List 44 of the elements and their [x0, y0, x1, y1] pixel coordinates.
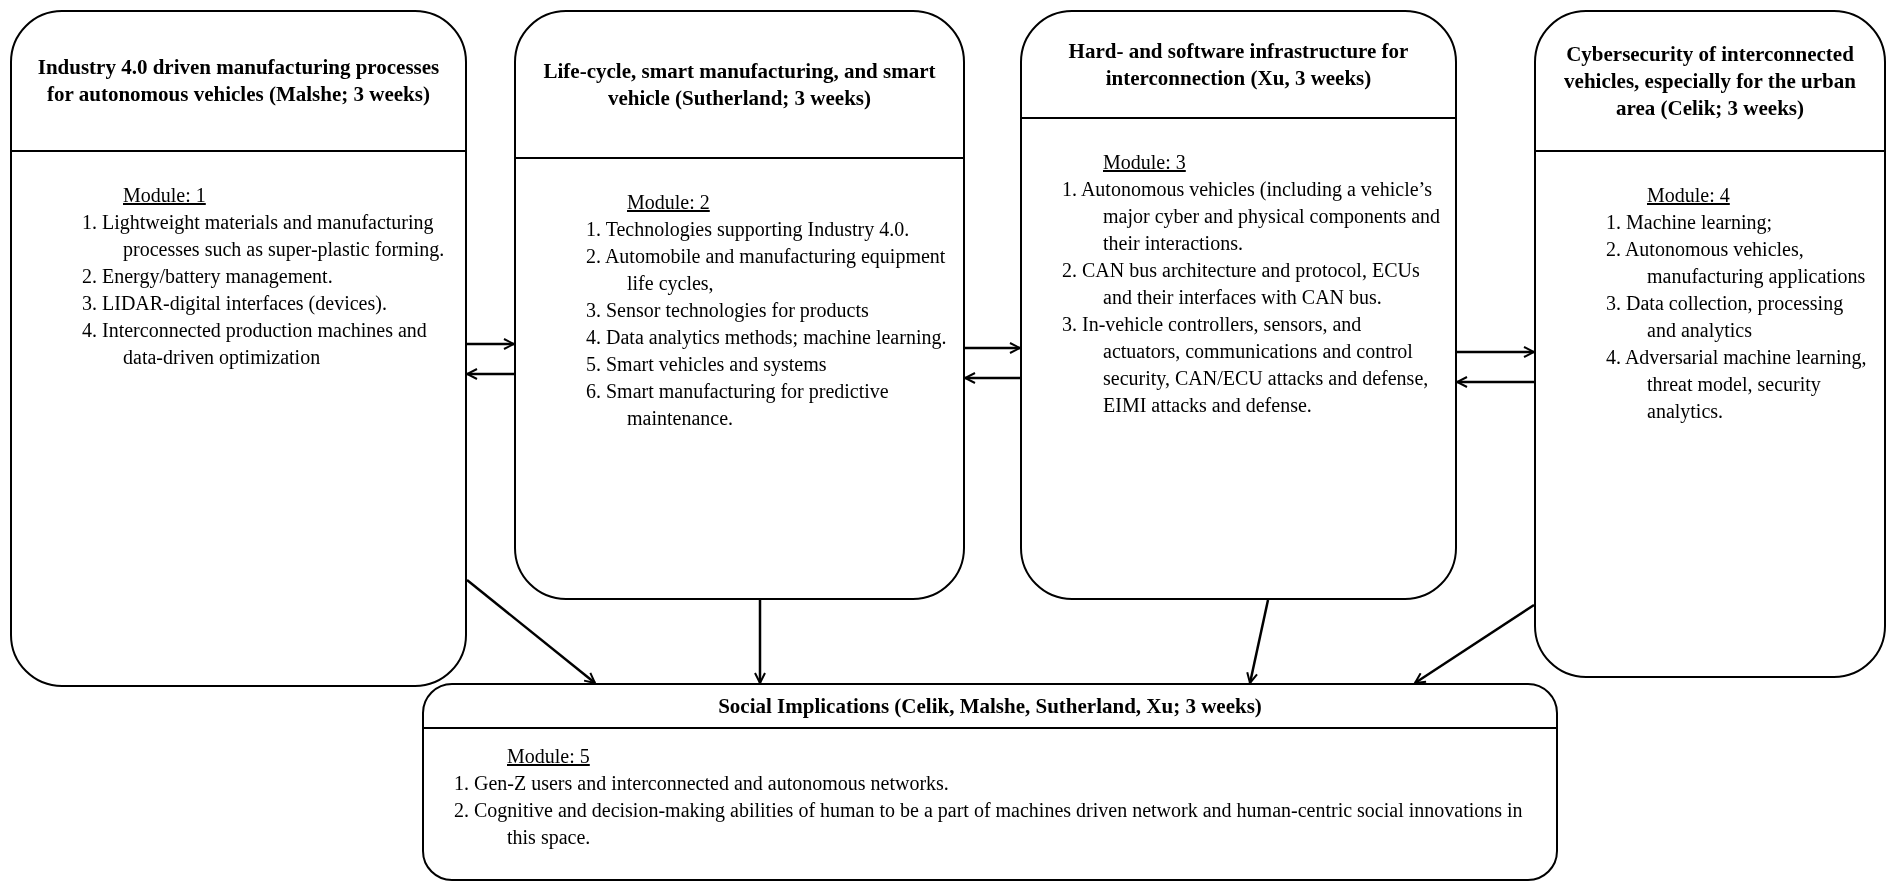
- module-heading: Cybersecurity of interconnected vehicles, especially for the urban area (Celik; 3 weeks): [1563, 40, 1857, 122]
- module-heading: Social Implications (Celik, Malshe, Sutherland, Xu; 3 weeks): [718, 692, 1262, 720]
- list-item: 2. Automobile and manufacturing equipment life cycles,: [586, 244, 947, 297]
- list-item: 3. In-vehicle controllers, sensors, and actuators, communications and control security, CAN/ECU attacks and defense, EIMI attacks and defense.: [1062, 312, 1430, 418]
- list-item: 3. Sensor technologies for products: [586, 298, 869, 324]
- list-item: 2. Autonomous vehicles, manufacturing applications: [1606, 237, 1867, 290]
- arrow: [964, 372, 1020, 384]
- list-item: 3. Data collection, processing and analytics: [1606, 291, 1845, 344]
- list-item: 1. Machine learning;: [1606, 210, 1773, 236]
- module-heading: Life-cycle, smart manufacturing, and smart vehicle (Sutherland; 3 weeks): [542, 57, 937, 112]
- list-item: 6. Smart manufacturing for predictive maintenance.: [586, 379, 890, 431]
- module-box: [1534, 10, 1886, 678]
- arrow: [466, 368, 514, 380]
- module-label: Module: 3: [1103, 150, 1186, 175]
- arrow: [466, 579, 596, 684]
- module-box: [10, 10, 467, 687]
- module-box: [1020, 10, 1457, 600]
- arrow: [1246, 599, 1270, 684]
- module-box: [514, 10, 965, 600]
- module-heading: Industry 4.0 driven manufacturing processes for autonomous vehicles (Malshe; 3 weeks): [36, 54, 441, 108]
- list-item: 4. Data analytics methods; machine learning.: [586, 325, 947, 351]
- list-item: 1. Gen-Z users and interconnected and autonomous networks.: [454, 771, 949, 796]
- list-item: 4. Interconnected production machines and data-driven optimization: [82, 318, 428, 371]
- list-item: 2. Cognitive and decision-making abilities of human to be a part of machines driven network and human-centric social innovations in this space.: [454, 798, 1524, 851]
- module-label: Module: 4: [1647, 183, 1730, 208]
- arrow: [1457, 346, 1535, 358]
- arrow: [1456, 376, 1534, 388]
- list-item: 3. LIDAR-digital interfaces (devices).: [82, 291, 387, 317]
- arrow: [1414, 603, 1535, 685]
- arrow: [467, 338, 515, 350]
- list-item: 1. Technologies supporting Industry 4.0.: [586, 217, 910, 243]
- list-item: 4. Adversarial machine learning, threat model, security analytics.: [1606, 345, 1868, 425]
- module-box: [422, 683, 1558, 881]
- arrow: [965, 342, 1021, 354]
- list-item: 5. Smart vehicles and systems: [586, 352, 827, 378]
- list-item: 1. Lightweight materials and manufacturing processes such as super-plastic forming.: [82, 210, 446, 263]
- module-label: Module: 1: [123, 183, 206, 208]
- module-heading: Hard- and software infrastructure for interconnection (Xu, 3 weeks): [1067, 37, 1410, 92]
- module-label: Module: 5: [507, 744, 590, 769]
- module-label: Module: 2: [627, 190, 710, 215]
- list-item: 1. Autonomous vehicles (including a vehicle’s major cyber and physical components and their interactions.: [1062, 177, 1442, 256]
- arrow: [754, 600, 766, 684]
- list-item: 2. Energy/battery management.: [82, 264, 333, 290]
- list-item: 2. CAN bus architecture and protocol, ECUs and their interfaces with CAN bus.: [1062, 258, 1421, 310]
